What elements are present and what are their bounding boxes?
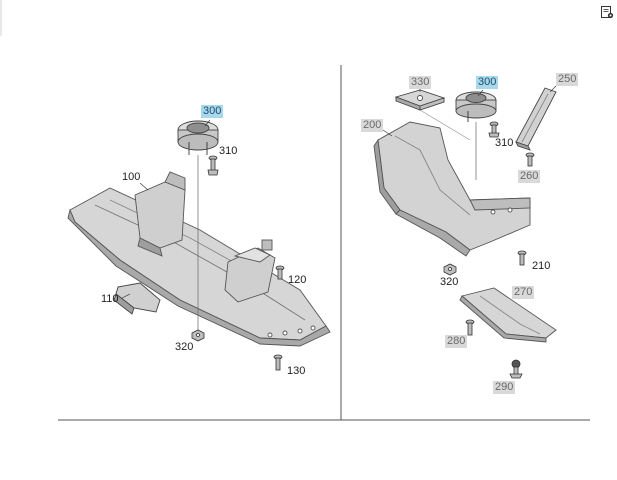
document-settings-icon[interactable] bbox=[600, 5, 614, 19]
callout-330[interactable]: 330 bbox=[409, 76, 432, 89]
left-crossmember bbox=[67, 187, 331, 347]
left-mount-300 bbox=[177, 120, 219, 155]
callout-320-left[interactable]: 320 bbox=[175, 341, 194, 353]
right-mount-330 bbox=[394, 89, 446, 111]
callout-300-left[interactable]: 300 bbox=[201, 105, 224, 118]
callout-120[interactable]: 120 bbox=[288, 274, 307, 286]
callout-130[interactable]: 130 bbox=[287, 365, 306, 377]
left-bolt-130 bbox=[273, 354, 283, 371]
callout-260[interactable]: 260 bbox=[518, 170, 541, 183]
left-bracket-110 bbox=[113, 282, 161, 315]
callout-110[interactable]: 110 bbox=[101, 293, 119, 305]
right-plate-270 bbox=[459, 287, 557, 343]
callout-320-right[interactable]: 320 bbox=[440, 276, 459, 288]
left-bolt-310 bbox=[207, 155, 219, 176]
right-bolt-260 bbox=[525, 152, 535, 167]
left-bolt-120 bbox=[275, 265, 285, 280]
left-bracket-100 bbox=[134, 171, 186, 257]
callout-100[interactable]: 100 bbox=[122, 171, 141, 183]
right-bracket-200 bbox=[373, 121, 531, 257]
left-nut-320 bbox=[191, 329, 205, 342]
right-clip-290 bbox=[509, 359, 523, 379]
left-edge-strip bbox=[0, 0, 2, 36]
right-part-250 bbox=[515, 87, 557, 151]
callout-290[interactable]: 290 bbox=[493, 381, 516, 394]
callout-280[interactable]: 280 bbox=[445, 335, 468, 348]
left-bracket-120 bbox=[224, 239, 276, 303]
callout-250[interactable]: 250 bbox=[556, 73, 579, 86]
callout-310-left[interactable]: 310 bbox=[219, 145, 238, 157]
right-mount-300 bbox=[455, 91, 497, 122]
callout-210[interactable]: 210 bbox=[532, 260, 551, 272]
right-bolt-310 bbox=[488, 121, 500, 138]
callout-310-right[interactable]: 310 bbox=[495, 137, 514, 149]
right-bolt-280 bbox=[465, 319, 475, 336]
right-bolt-210 bbox=[517, 250, 527, 266]
callout-300-right[interactable]: 300 bbox=[476, 76, 499, 89]
right-nut-320 bbox=[443, 263, 457, 276]
callout-200[interactable]: 200 bbox=[361, 119, 384, 132]
callout-270[interactable]: 270 bbox=[512, 286, 535, 299]
